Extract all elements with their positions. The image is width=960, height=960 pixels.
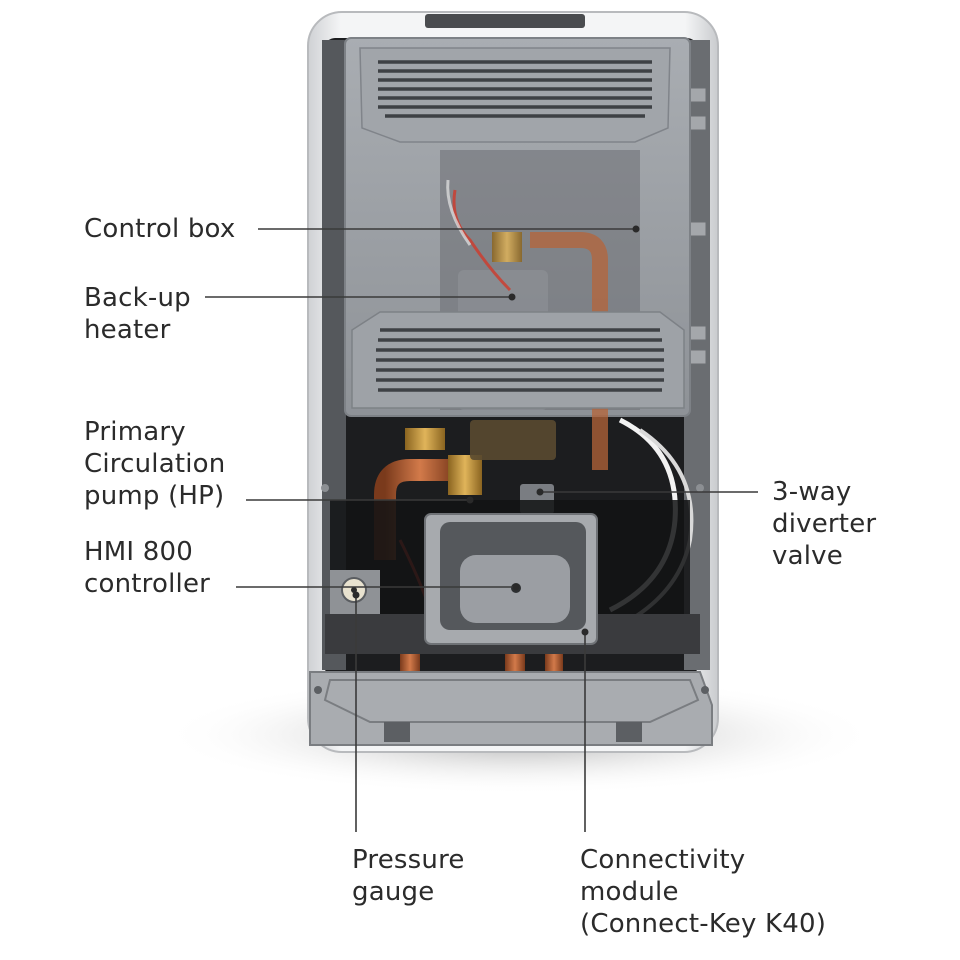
pump-body [470,420,556,460]
label-backup-heater: Back-up heater [84,283,191,345]
lower-vent-slots [376,328,664,392]
label-diverter-valve: 3-way diverter valve [772,477,877,571]
brass-fitting-1 [405,428,445,450]
label-connectivity-module: Connectivity module (Connect-Key K40) [580,845,827,939]
top-vent [425,14,585,28]
copper-pipe-loop [374,459,455,560]
brass-fitting-2 [448,455,482,495]
label-pressure-gauge: Pressure gauge [352,845,465,907]
label-hmi-controller: HMI 800 controller [84,537,211,599]
label-primary-circulation-pump: Primary Circulation pump (HP) [84,417,226,511]
bottom-tray [309,671,713,746]
label-control-box: Control box [84,214,236,244]
top-vent-slots [378,60,652,118]
